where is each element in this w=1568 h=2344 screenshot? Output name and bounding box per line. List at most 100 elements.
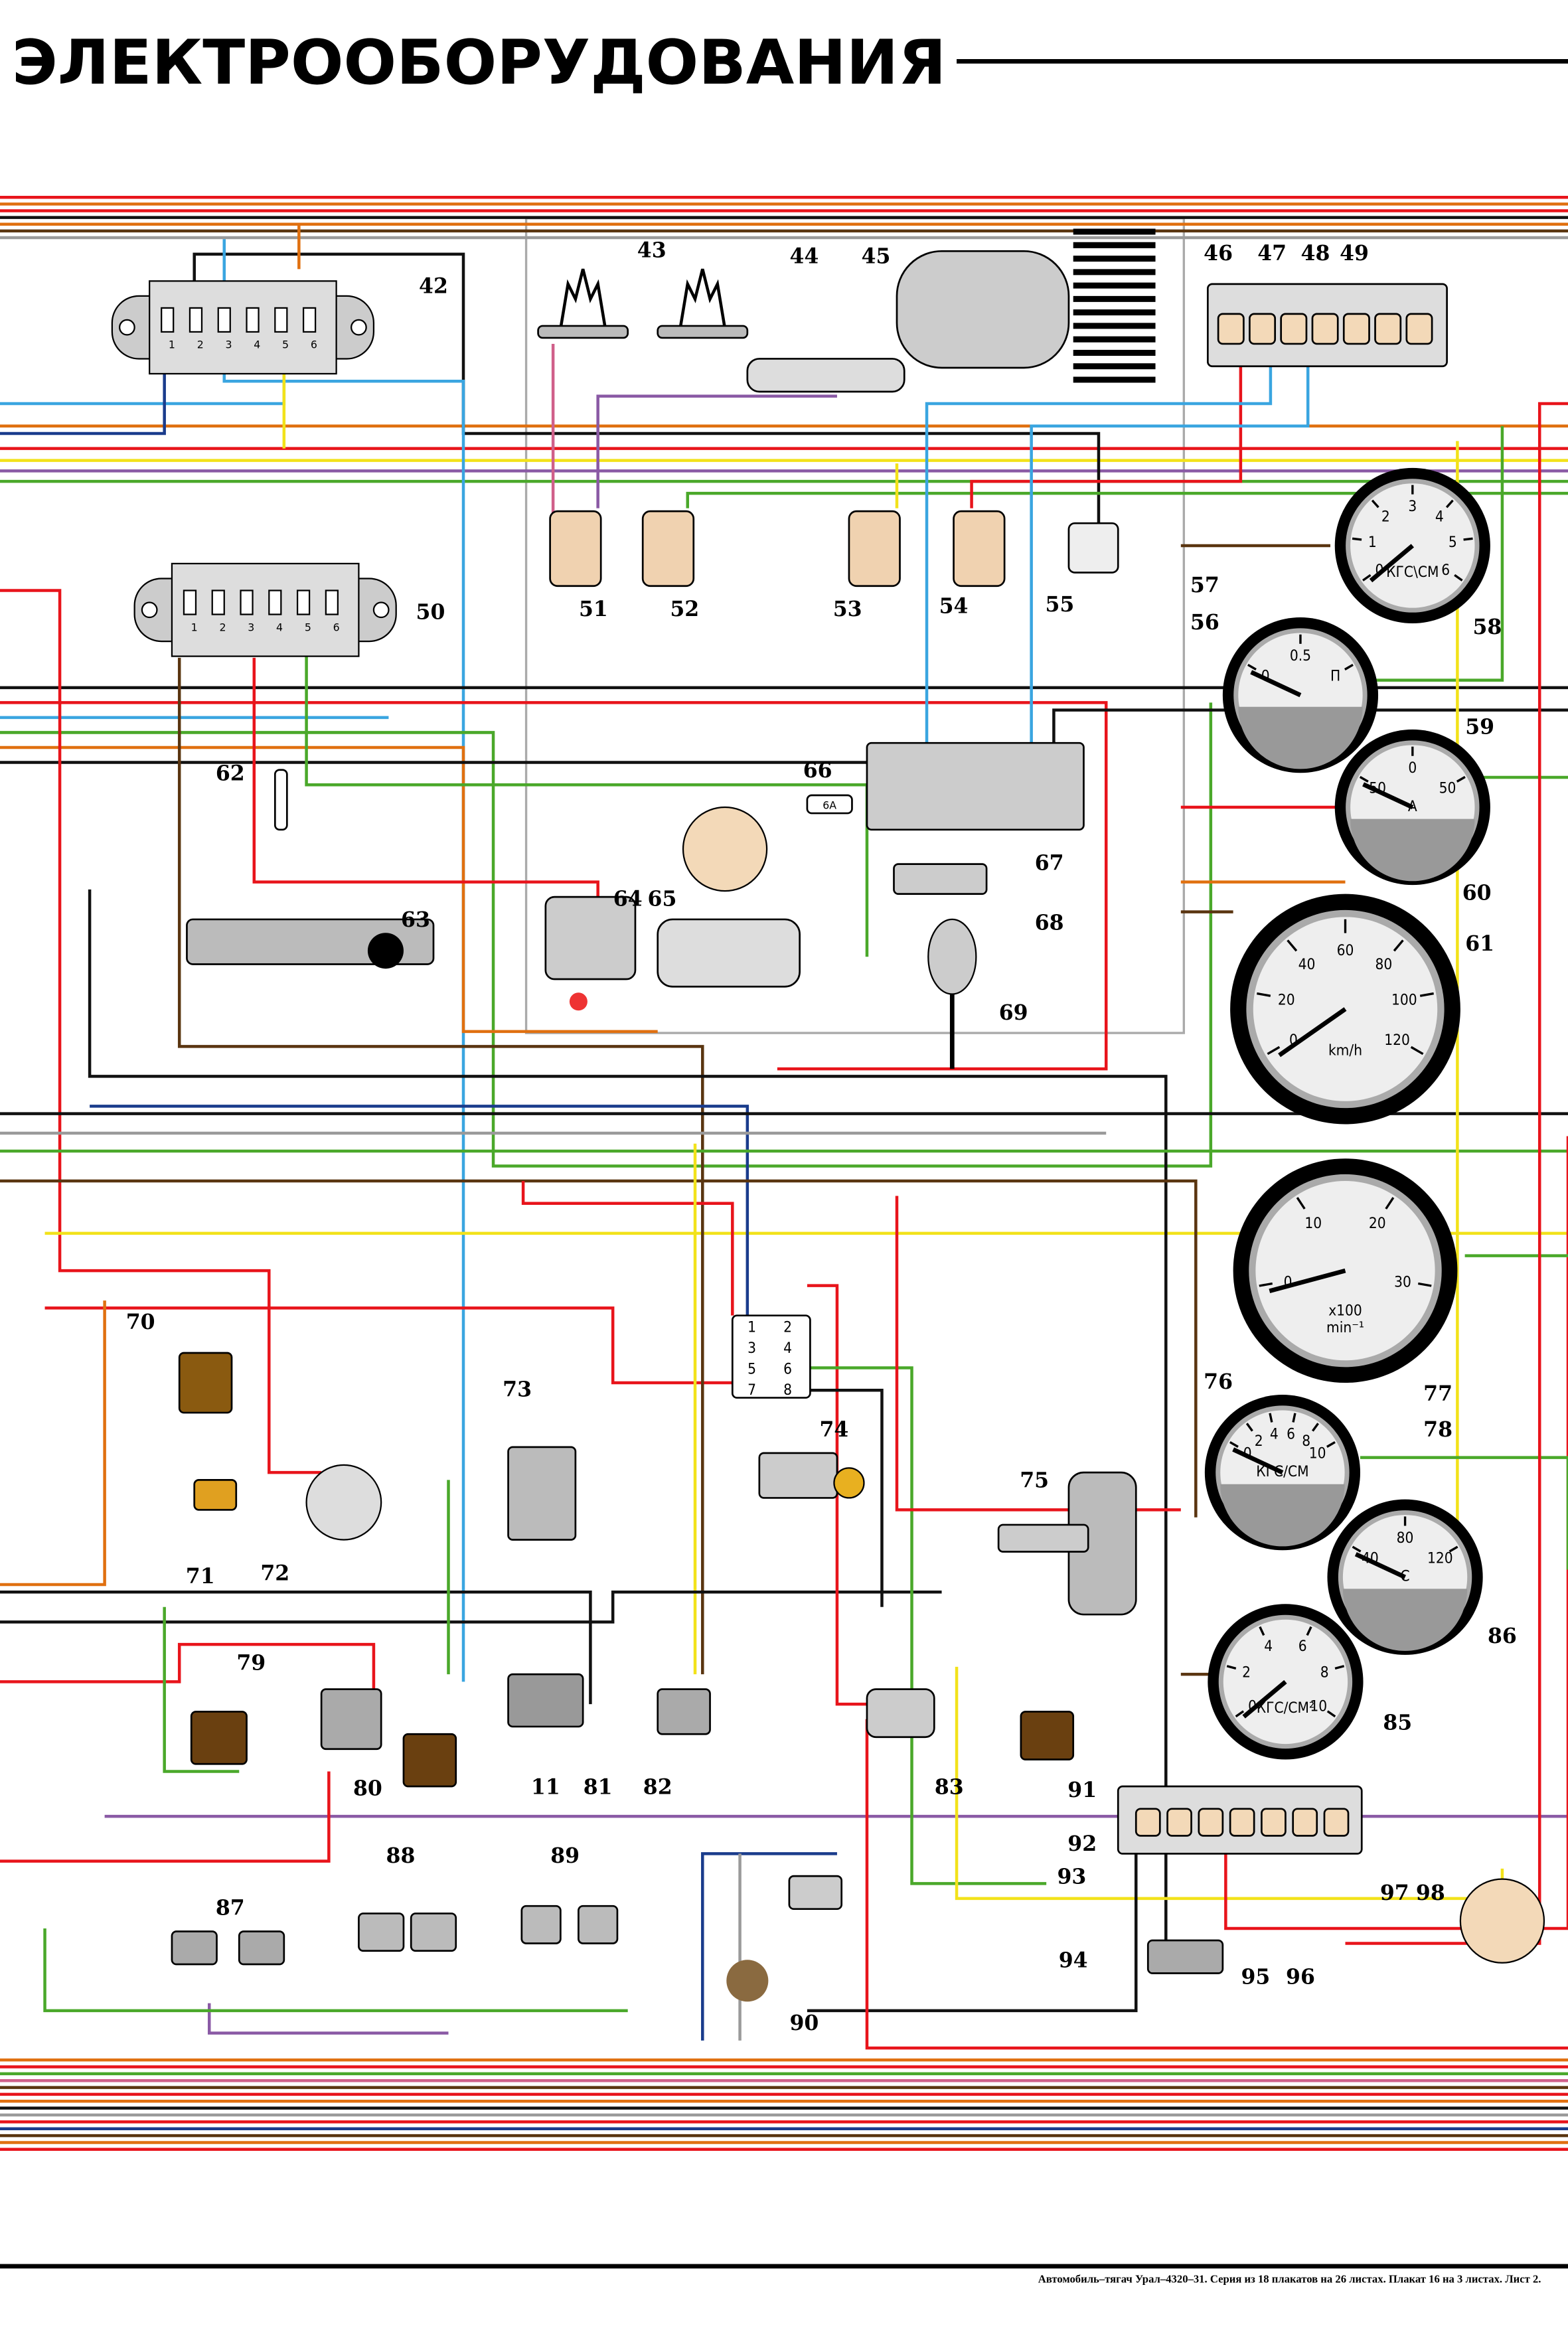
coil-base: [657, 325, 749, 339]
callout-74: 74: [820, 1417, 849, 1442]
gauge-59: 50050A: [1334, 729, 1490, 886]
callout-46: 46: [1204, 241, 1233, 266]
fuel-sensor-90: [788, 1875, 843, 1911]
wire: [1030, 366, 1310, 747]
gauge-scale-label: 6: [1298, 1638, 1307, 1655]
callout-89: 89: [550, 1843, 580, 1868]
fuse-pin-label: 3: [248, 621, 254, 633]
gauge-scale-label: 20: [1369, 1215, 1386, 1232]
wire: [701, 1852, 837, 2041]
indicator-lamp: [1229, 1808, 1255, 1837]
rocker-switch: [641, 510, 695, 587]
connector-65: [682, 806, 768, 892]
gauge-scale-label: 6: [1287, 1426, 1295, 1443]
panel-switch-button: [1405, 313, 1433, 345]
gauge-tick: [1362, 574, 1372, 582]
connector-pin-label: 3: [747, 1340, 756, 1357]
gauge-scale-label: 0: [1408, 759, 1417, 777]
wire: [807, 1853, 1138, 2013]
connector-pin-label: 6: [783, 1361, 792, 1378]
wire: [521, 1181, 734, 1316]
gauge-tick: [1311, 1423, 1319, 1432]
gauge-scale-label: 0.5: [1290, 647, 1311, 664]
callout-77: 77: [1423, 1381, 1452, 1406]
gauge-tick: [1352, 537, 1362, 541]
gauge-needle: [1362, 782, 1414, 810]
fuse: [217, 307, 231, 333]
button: [569, 992, 588, 1011]
page-title: ЭЛЕКТРООБОРУДОВАНИЯ: [12, 27, 946, 98]
gauge-tick: [1410, 1046, 1424, 1055]
wire: [177, 657, 704, 1675]
wire: [0, 373, 166, 435]
fuse-66: [806, 794, 853, 815]
callout-81: 81: [584, 1774, 613, 1799]
callout-69: 69: [999, 1000, 1028, 1025]
fuse: [240, 589, 254, 615]
gauge-tick: [1247, 664, 1257, 670]
fuse-pin-label: 1: [191, 621, 198, 633]
callout-11: 11: [531, 1774, 560, 1799]
switch-80: [320, 1688, 382, 1751]
callout-93: 93: [1058, 1864, 1087, 1889]
fuse-pin-label: 3: [225, 339, 232, 351]
stalk-switch-69: [927, 918, 977, 995]
callout-48: 48: [1301, 241, 1330, 266]
ignition-lock: [758, 1452, 838, 1499]
gauge-needle: [1278, 1007, 1347, 1057]
indicator-lamp: [1261, 1808, 1287, 1837]
wire: [925, 366, 1273, 747]
sensor-89: [578, 1905, 619, 1944]
relay-73: [507, 1446, 577, 1541]
gauge-tick: [1449, 1545, 1458, 1553]
callout-50: 50: [416, 599, 445, 624]
gauge-tick: [1326, 1710, 1336, 1718]
callout-53: 53: [833, 597, 862, 621]
wire-layer: [0, 196, 1568, 2151]
gauge-tick: [1419, 992, 1434, 997]
gauge-tick: [1292, 1413, 1296, 1423]
indicator-lamp: [1135, 1808, 1161, 1837]
footer-caption: Автомобиль–тягач Урал–4320–31. Серия из …: [1038, 2273, 1541, 2286]
gauge-scale-label: 8: [1302, 1433, 1310, 1450]
gauge-tick: [1393, 939, 1404, 952]
callout-79: 79: [236, 1650, 266, 1675]
callout-65: 65: [648, 887, 677, 911]
gauge-scale-label: 20: [1278, 991, 1295, 1008]
gauge-tick: [1306, 1626, 1312, 1636]
wire: [0, 589, 322, 1474]
gauge-tick: [1417, 1282, 1432, 1287]
connector-pin-label: 1: [747, 1318, 756, 1336]
callout-95: 95: [1241, 1964, 1270, 1989]
indicator-lamp: [1198, 1808, 1224, 1837]
gauge-scale-label: 10: [1304, 1215, 1322, 1232]
indicator-lamp: [1166, 1808, 1192, 1837]
gauge-unit: min⁻¹: [1326, 1319, 1364, 1336]
gauge-scale-label: 2: [1381, 508, 1390, 525]
callout-83: 83: [935, 1774, 964, 1799]
wire: [207, 2003, 449, 2035]
callout-73: 73: [503, 1377, 532, 1401]
rocker-switch: [953, 510, 1006, 587]
callout-94: 94: [1059, 1948, 1088, 1973]
wire: [305, 590, 869, 957]
gauge-unit: КГС\СМ: [1386, 564, 1439, 581]
gauge-tick: [1287, 939, 1298, 952]
wire: [88, 889, 1168, 1966]
gauge-needle: [1232, 1447, 1284, 1475]
gauge-needle: [1369, 544, 1414, 583]
gauge-needle: [1269, 1268, 1346, 1293]
callout-72: 72: [260, 1561, 289, 1585]
sensor-89: [520, 1905, 562, 1944]
relay-70: [178, 1352, 233, 1414]
gauge-tick: [1463, 537, 1473, 541]
gauge-tick: [1267, 1046, 1281, 1055]
fuse: [211, 589, 225, 615]
callout-64: 64: [613, 887, 643, 911]
panel-switch-button: [1311, 313, 1339, 345]
gauge-tick: [1445, 499, 1454, 508]
gauge-lower: [1342, 1589, 1468, 1651]
float: [726, 1960, 769, 2002]
